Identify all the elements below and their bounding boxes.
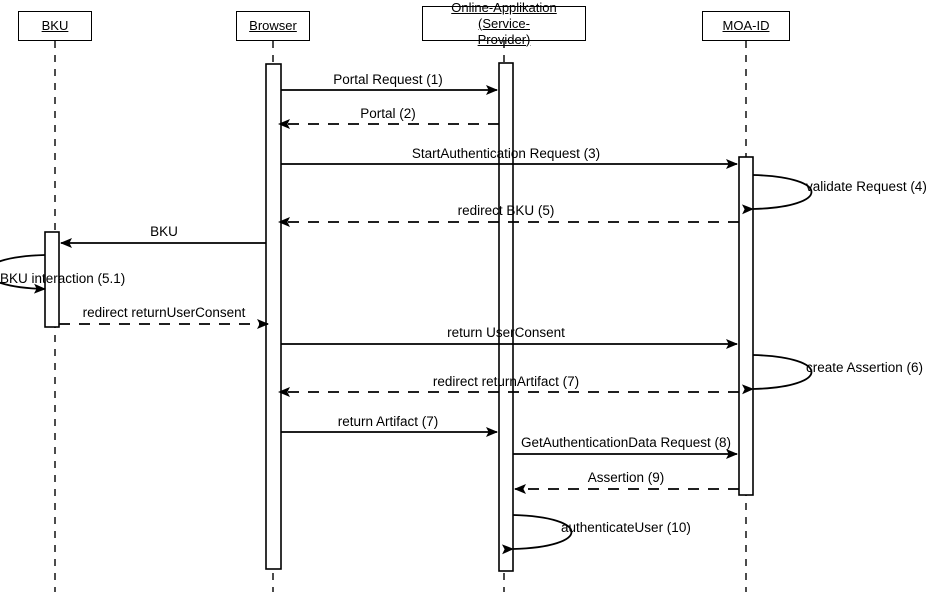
message-label-52: BKU interaction (5.1) [0, 271, 126, 286]
lifeline-header-moaid[interactable]: MOA-ID [702, 11, 790, 41]
lifeline-label-browser: Browser [249, 18, 297, 33]
message-label-51: BKU [150, 224, 178, 239]
message-label-12: authenticateUser (10) [561, 520, 691, 535]
message-label-11: Assertion (9) [587, 470, 665, 485]
self-message-arrow-12 [501, 514, 573, 555]
lifeline-label-bku: BKU [41, 18, 69, 33]
activation-bar-oa [498, 62, 514, 572]
message-label-2: Portal (2) [360, 106, 416, 121]
lifeline-label-moaid: MOA-ID [722, 18, 770, 33]
message-label-6: return UserConsent [447, 325, 565, 340]
message-arrows-group [0, 85, 813, 555]
activation-bar-browser [265, 63, 282, 570]
message-label-4: validate Request (4) [806, 179, 927, 194]
activation-bar-bku [44, 231, 60, 328]
message-label-7: create Assertion (6) [806, 360, 924, 375]
activation-bar-moaid [738, 156, 754, 496]
message-label-53: redirect returnUserConsent [82, 305, 246, 320]
activation-bars-group [44, 62, 754, 572]
lifeline-label-oa: Online-Applikation (Service- Provider) [451, 0, 557, 47]
self-message-arrow-4 [741, 174, 813, 215]
message-label-10: GetAuthenticationData Request (8) [520, 435, 732, 450]
message-label-3: StartAuthentication Request (3) [411, 146, 601, 161]
message-label-5: redirect BKU (5) [457, 203, 555, 218]
lifeline-header-oa[interactable]: Online-Applikation (Service- Provider) [422, 0, 586, 47]
lifeline-header-browser[interactable]: Browser [236, 11, 310, 41]
self-message-arrow-52 [0, 254, 46, 294]
message-label-1: Portal Request (1) [333, 72, 443, 87]
self-message-arrow-7 [741, 354, 813, 395]
message-label-8: redirect returnArtifact (7) [432, 374, 580, 389]
message-label-9: return Artifact (7) [337, 414, 439, 429]
lifeline-header-bku[interactable]: BKU [18, 11, 92, 41]
